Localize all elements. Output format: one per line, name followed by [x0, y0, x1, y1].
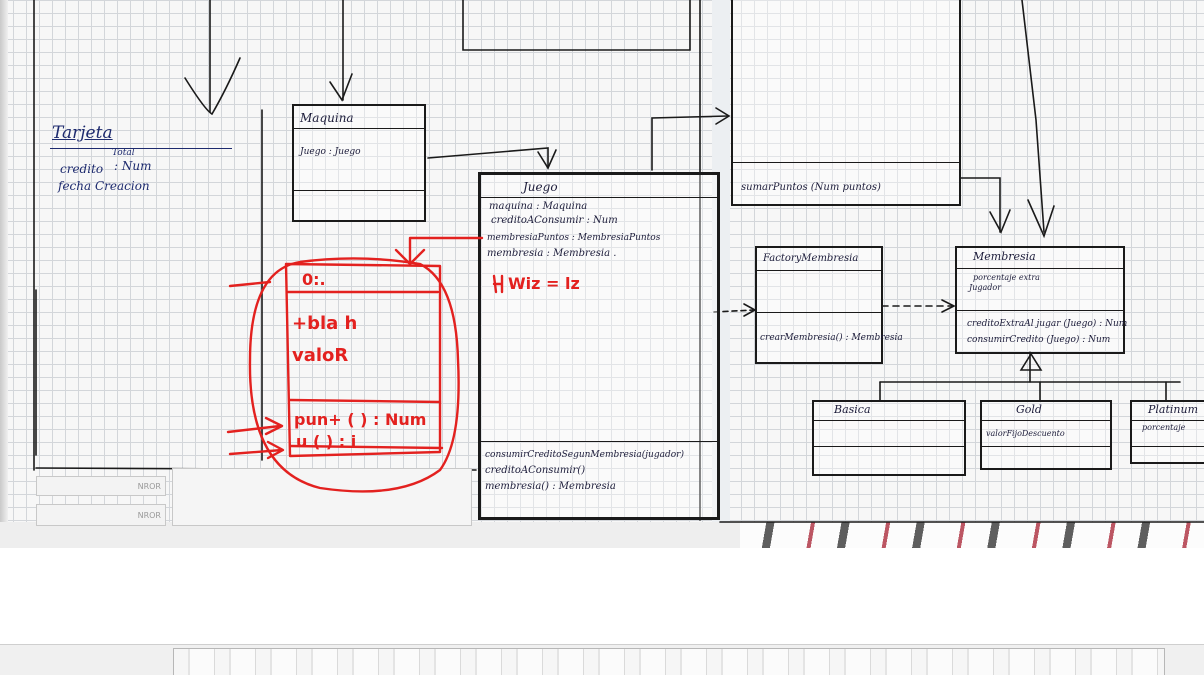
- gold-class: Gold valorFijoDescuento: [980, 400, 1112, 470]
- background-stripe: [740, 522, 1204, 548]
- juego-class: Juego maquina : Maquina creditoAConsumir…: [478, 172, 720, 520]
- maquina-class: Maquina Juego : Juego: [292, 104, 426, 222]
- platinum-attr: porcentaje: [1142, 423, 1186, 432]
- gold-title: Gold: [1016, 403, 1042, 416]
- sticker-3: [172, 468, 472, 526]
- maquina-title: Maquina: [300, 111, 354, 125]
- tarjeta-total-note: Total: [112, 148, 135, 158]
- sticker-1: NROR: [36, 476, 166, 496]
- basica-title: Basica: [834, 403, 871, 416]
- top-class-method: sumarPuntos (Num puntos): [741, 182, 881, 193]
- red-method-line2: u ( ) : i: [296, 432, 357, 451]
- red-attr-line1: +bla h: [292, 313, 358, 334]
- next-image-thumbnail[interactable]: [173, 648, 1165, 675]
- factory-method: crearMembresia() : Membresia: [760, 333, 903, 343]
- platinum-class: Platinum porcentaje: [1130, 400, 1204, 464]
- juego-attr-membresia: membresia : Membresia .: [487, 248, 617, 259]
- maquina-attr-juego: Juego : Juego: [300, 147, 361, 157]
- factory-membresia-class: FactoryMembresia crearMembresia() : Memb…: [755, 246, 903, 364]
- sticker-2: NROR: [36, 504, 166, 526]
- juego-attr-membresia-puntos: membresiaPuntos : MembresiaPuntos: [487, 233, 661, 243]
- gold-attr: valorFijoDescuento: [986, 429, 1065, 438]
- whiteboard-photo: [0, 0, 1204, 548]
- tarjeta-attr-credito: credito: [60, 162, 104, 176]
- juego-attr-credito: creditoAConsumir : Num: [491, 215, 618, 226]
- membresia-class: Membresia porcentaje extra Jugador credi…: [955, 246, 1128, 354]
- tarjeta-title: Tarjeta: [52, 123, 113, 143]
- tarjeta-separator: [50, 148, 232, 149]
- red-class-header: 0:.: [302, 270, 326, 289]
- juego-title: Juego: [523, 180, 558, 194]
- membresia-method-consumir: consumirCredito (Juego) : Num: [967, 335, 1111, 345]
- membresia-title: Membresia: [973, 250, 1036, 263]
- sheet-gap: [712, 0, 730, 530]
- basica-class: Basica: [812, 400, 966, 476]
- red-juego-note: Wiz = lz: [508, 274, 580, 293]
- red-annotation-lines: [226, 236, 504, 493]
- platinum-title: Platinum: [1148, 403, 1199, 416]
- juego-method-consumir: consumirCreditoSegunMembresia(jugador): [485, 450, 684, 460]
- photo-left-edge: [0, 0, 8, 535]
- membresia-attr-jugador: Jugador: [969, 283, 1002, 292]
- tarjeta-attr-credito-type: : Num: [114, 159, 152, 173]
- red-method-line1: pun+ ( ) : Num: [294, 410, 427, 429]
- juego-attr-maquina: maquina : Maquina: [489, 201, 588, 212]
- tarjeta-attr-fecha: fecha Creacion: [58, 179, 150, 193]
- factory-title: FactoryMembresia: [763, 253, 859, 264]
- membresia-method-credito-extra: creditoExtraAl jugar (Juego) : Num: [967, 319, 1128, 329]
- membresia-attr-porcentaje: porcentaje extra: [973, 273, 1040, 282]
- top-class-box: sumarPuntos (Num puntos): [731, 0, 961, 206]
- red-attr-line2: valoR: [292, 345, 349, 366]
- juego-method-credito: creditoAConsumir(): [485, 465, 586, 476]
- juego-method-membresia: membresia() : Membresia: [485, 481, 616, 492]
